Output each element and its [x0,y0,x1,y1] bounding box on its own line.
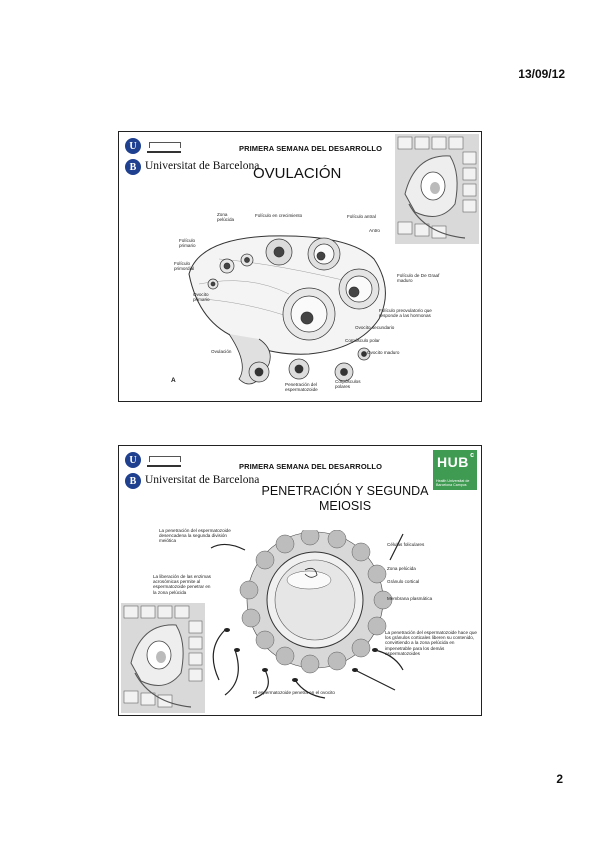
logo-u-badge: U [125,138,141,154]
label-zona-pelucida: Zona pelúcida [387,566,416,571]
university-name: Universitat de Barcelona [145,160,260,172]
label-celulas-foliculares: Células foliculares [387,542,425,547]
hub-logo-subtitle: Health Universitat de Barcelona Campus [436,479,470,487]
figure-plate-letter: A [171,377,176,384]
logo-b-badge: B [125,473,141,489]
label-ovulacion: Ovulación [211,349,232,354]
label-zona-pelucida: Zona pelúcida [217,212,235,223]
ovary-follicle-diagram [188,235,386,385]
label-foliculo-de-graaf: Folículo de De Graaf maduro [397,273,440,284]
page-date: 13/09/12 [518,67,565,81]
oocyte-penetration-diagram [210,530,404,699]
slide-ovulacion: U B Universitat de Barcelona PRIMERA SEM… [118,131,482,402]
label-foliculo-crecimiento: Folículo en crecimiento [255,213,303,218]
slide-header: PRIMERA SEMANA DEL DESARROLLO [239,462,383,471]
label-foliculo-antral: Folículo antral [347,214,376,219]
ub-logo: U B Universitat de Barcelona [123,136,259,180]
hub-logo: HUB c Health Universitat de Barcelona Ca… [433,450,477,490]
hub-logo-superscript: c [470,452,474,459]
label-antro: Antro [369,228,380,233]
label-foliculo-preovulatorio: Folículo preovulatorio que responde a la… [379,308,432,319]
slide-header: PRIMERA SEMANA DEL DESARROLLO [239,144,383,153]
label-foliculo-primordial: Folículo primordial [174,261,195,272]
label-granulo-cortical: Gránulo cortical [387,579,420,584]
page-number: 2 [556,772,563,786]
label-granulos-corticales: La penetración del espermatozoide hace q… [385,630,477,656]
logo-b-badge: B [125,159,141,175]
logo-u-badge: U [125,452,141,468]
label-membrana-plasmatica: Membrana plasmática [387,596,433,601]
label-corpusculos-polares: Corpúsculos polares [335,379,361,390]
label-foliculo-primario: Folículo primario [179,238,196,249]
hub-logo-text: HUB [437,454,469,470]
slide-title: OVULACIÓN [253,165,342,182]
ub-logo: U B Universitat de Barcelona [123,450,259,494]
logo-crest-icon [147,141,181,153]
label-corpusculo-polar: Corpúsculo polar [345,338,380,343]
slide-penetracion: U B Universitat de Barcelona PRIMERA SEM… [118,445,482,716]
logo-crest-icon [147,455,181,467]
label-ovocito-maduro: Ovocito maduro [367,350,400,355]
label-espermatozoide-penetra: El espermatozoide penetra en el ovocito [253,690,335,695]
label-ovocito-primario: Ovocito primario [193,292,210,303]
label-liberacion-enzimas: La liberación de las enzimas acrosómicas… [153,574,211,595]
label-penetracion-espermatozoide: Penetración del espermatozoide [285,382,318,393]
university-name: Universitat de Barcelona [145,474,260,486]
slide-title: PENETRACIÓN Y SEGUNDA MEIOSIS [261,484,429,513]
embryo-thumbnail-image [395,134,479,244]
label-penetracion-meiosis: La penetración del espermatozoide desenc… [159,528,231,544]
label-ovocito-secundario: Ovocito secundario [355,325,395,330]
embryo-thumbnail-image [121,603,205,713]
